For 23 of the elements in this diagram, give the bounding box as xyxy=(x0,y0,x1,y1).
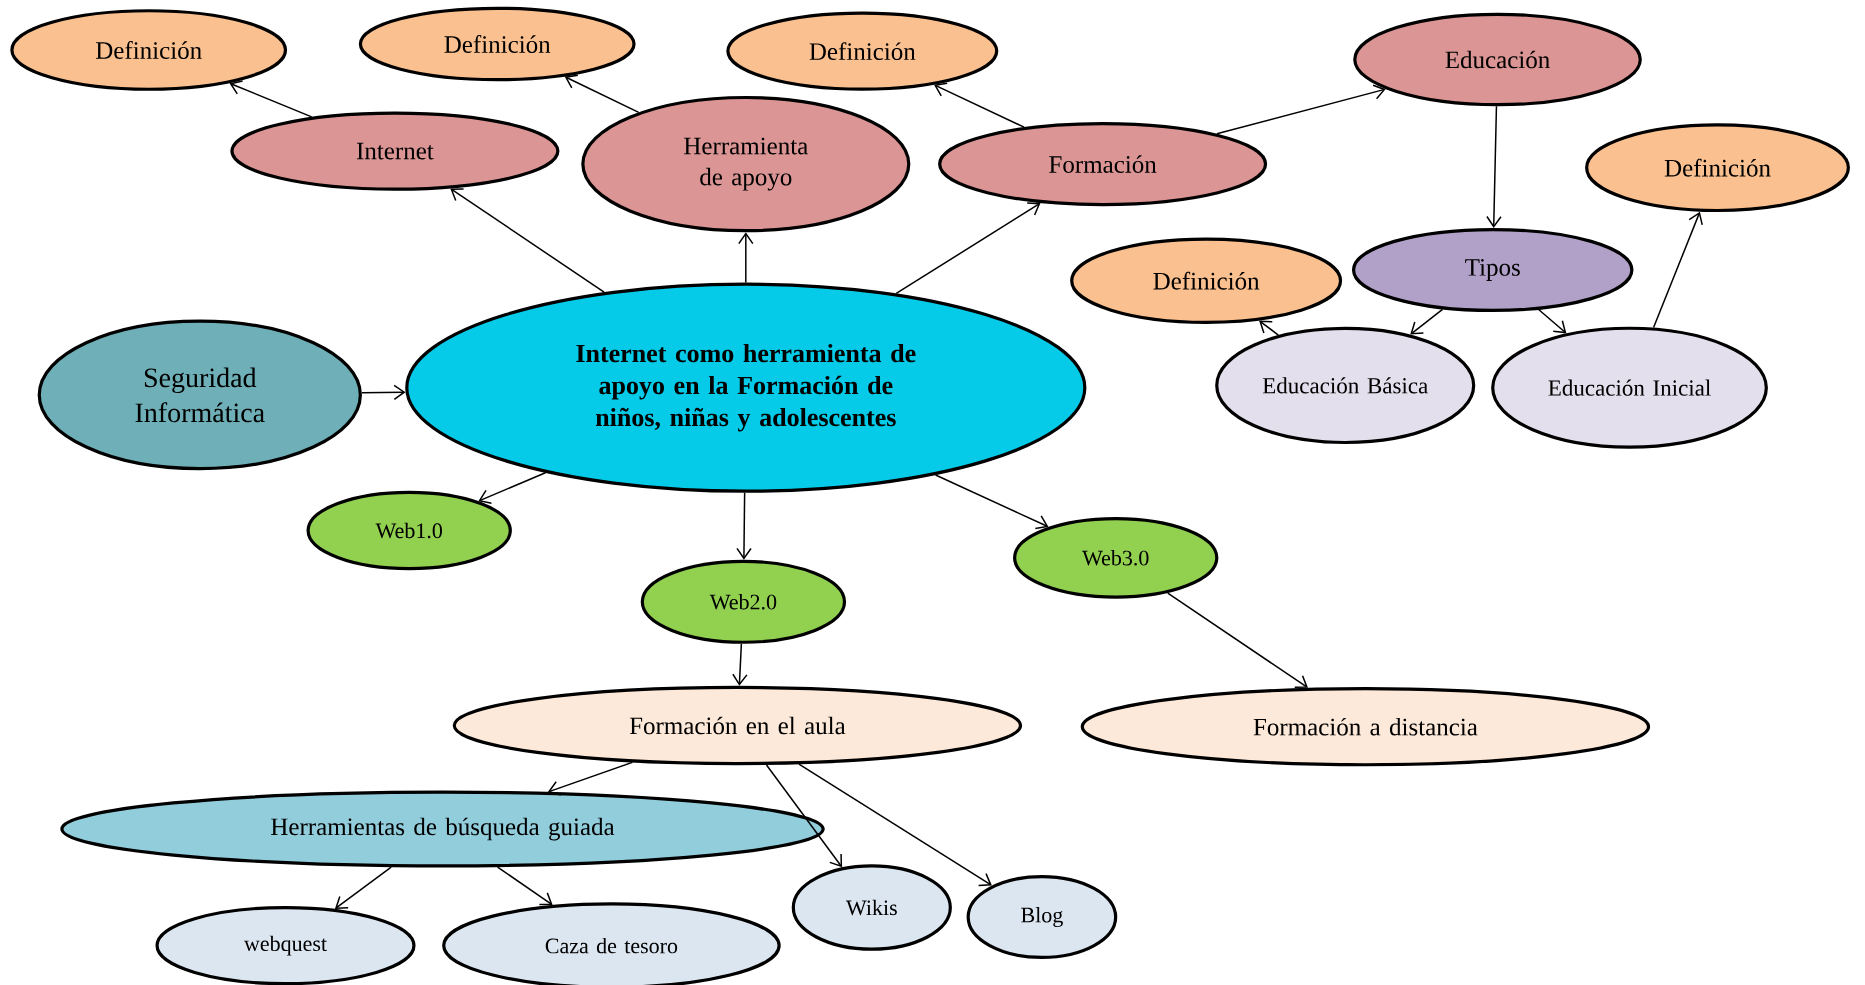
arrow xyxy=(1410,308,1444,335)
arrow xyxy=(1486,105,1502,228)
arrow xyxy=(496,866,553,906)
arrow xyxy=(1259,320,1280,336)
arrow xyxy=(229,80,313,118)
arrow xyxy=(1652,211,1703,329)
arrow xyxy=(1538,308,1567,334)
arrow xyxy=(1167,592,1308,689)
arrow xyxy=(478,471,547,504)
arrow xyxy=(798,763,992,887)
arrow xyxy=(564,74,640,114)
arrow xyxy=(334,866,392,909)
arrow xyxy=(361,384,406,401)
arrow xyxy=(736,492,752,560)
arrow xyxy=(738,232,754,284)
arrow xyxy=(934,474,1049,530)
arrow xyxy=(933,82,1025,128)
arrow xyxy=(547,761,634,796)
arrow xyxy=(732,643,748,686)
arrow xyxy=(1216,84,1386,135)
arrow xyxy=(765,764,843,868)
arrow xyxy=(450,188,605,293)
arrow xyxy=(895,202,1041,295)
